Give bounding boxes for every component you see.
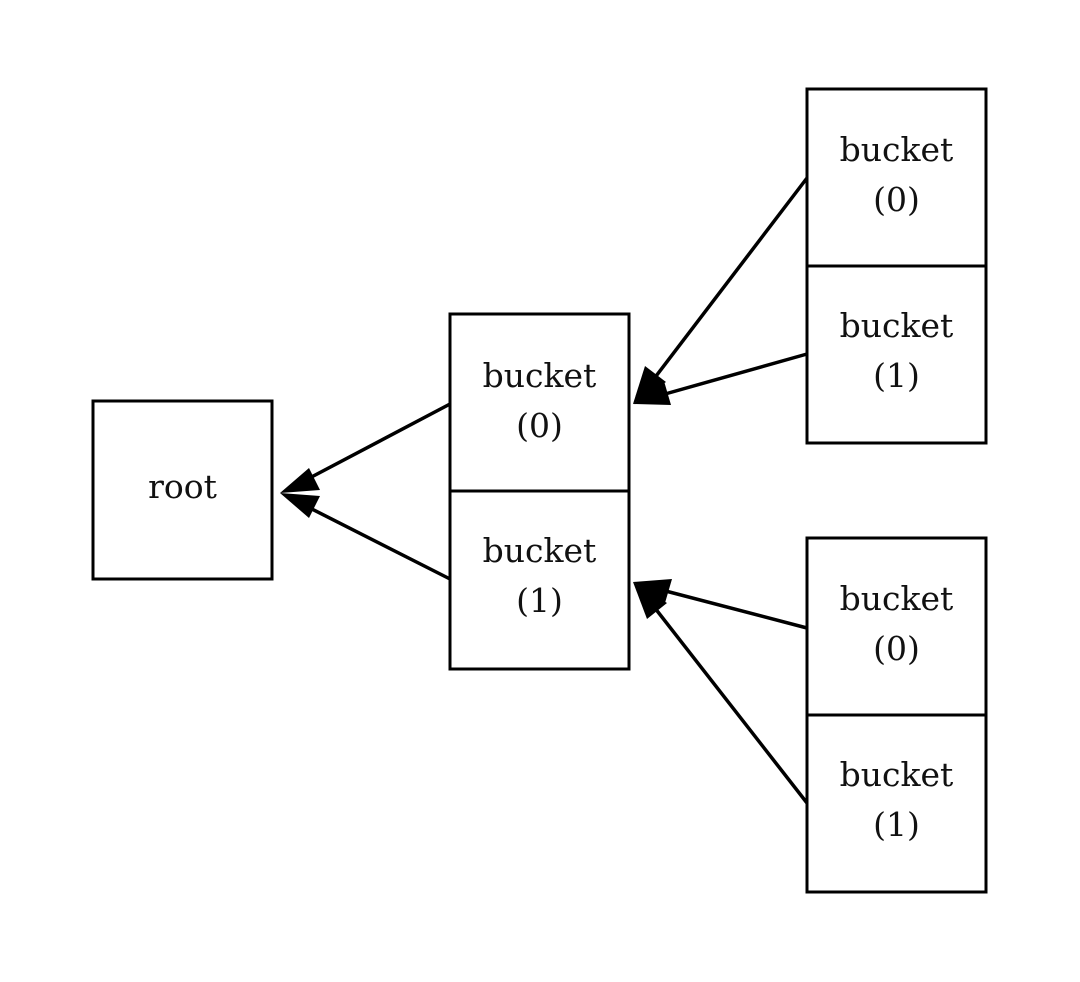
arrowhead-middle-bucket0-to-root [280,468,320,493]
top-right-node: bucket (0) bucket (1) [805,87,988,445]
top-right-bucket-1: bucket (1) [840,306,954,395]
edges-to-middle-bucket1 [633,579,809,805]
middle-bucket-0-label: bucket [483,356,597,395]
edge-top-bucket0-to-middle-bucket0 [648,176,809,386]
root-label: root [148,467,217,506]
bottom-right-bucket-1-index: (1) [873,805,920,844]
top-right-bucket-1-label: bucket [840,306,954,345]
root-node: root [91,399,274,581]
middle-node: bucket (0) bucket (1) [448,312,631,671]
middle-bucket-0-index: (0) [516,406,563,445]
bottom-right-bucket-1-label: bucket [840,755,954,794]
arrowhead-bottom-bucket0-to-middle-bucket1 [633,579,672,603]
arrowhead-top-bucket1-to-middle-bucket0 [633,381,671,405]
bottom-right-bucket-1: bucket (1) [840,755,954,844]
middle-bucket-1: bucket (1) [483,531,597,620]
top-right-bucket-1-index: (1) [873,356,920,395]
bottom-right-bucket-0: bucket (0) [840,579,954,668]
middle-bucket-0: bucket (0) [483,356,597,445]
arrowhead-bottom-bucket1-to-middle-bucket1 [633,582,667,619]
top-right-bucket-0-index: (0) [873,180,920,219]
top-right-bucket-0-label: bucket [840,130,954,169]
bottom-right-bucket-0-index: (0) [873,629,920,668]
middle-bucket-1-index: (1) [516,581,563,620]
edge-middle-bucket1-to-root [301,502,451,581]
edge-top-bucket1-to-middle-bucket0 [657,352,808,398]
edges-to-middle-bucket0 [633,176,809,405]
bottom-right-bucket-0-label: bucket [840,579,954,618]
edge-bottom-bucket1-to-middle-bucket1 [649,601,809,805]
edge-bottom-bucket0-to-middle-bucket1 [657,587,808,630]
edges-to-root [280,402,451,581]
middle-bucket-1-label: bucket [483,531,597,570]
arrowhead-top-bucket0-to-middle-bucket0 [633,366,666,404]
top-right-bucket-0: bucket (0) [840,130,954,219]
edge-middle-bucket0-to-root [301,402,451,484]
arrowhead-middle-bucket1-to-root [280,493,320,518]
bottom-right-node: bucket (0) bucket (1) [805,536,988,894]
